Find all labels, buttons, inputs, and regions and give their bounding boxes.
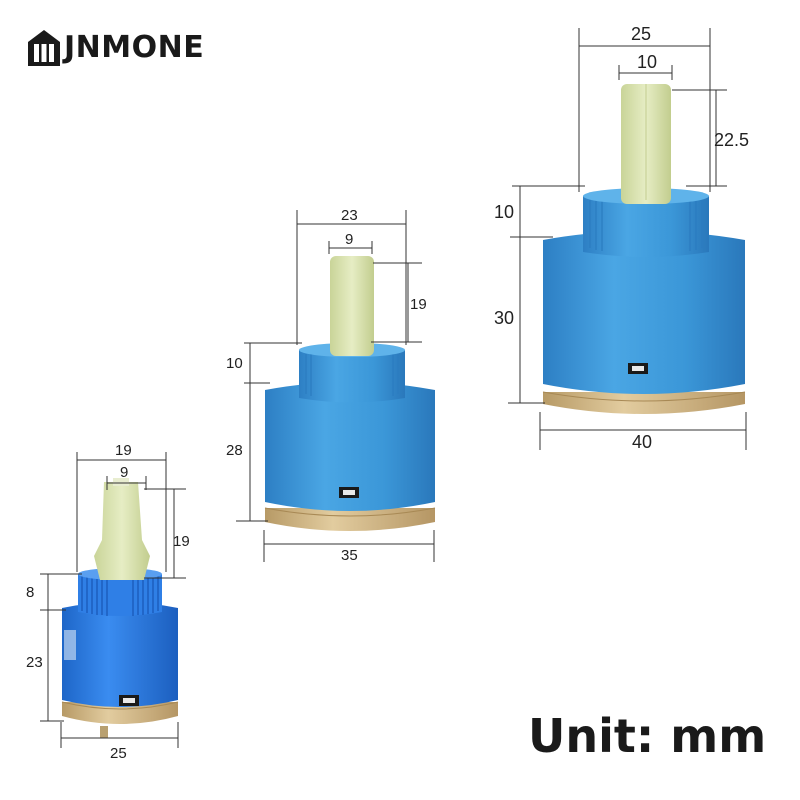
- medium-collar-height-label: 10: [226, 355, 243, 372]
- house-grid-icon: [28, 30, 60, 66]
- small-outer-width-label: 19: [115, 442, 132, 459]
- small-collar-height-label: 8: [26, 584, 35, 601]
- large-body-height-label: 30: [494, 308, 515, 328]
- medium-stem-width-label: 9: [345, 231, 354, 248]
- small-stem-height-label: 19: [173, 533, 190, 550]
- medium-diameter-label: 35: [341, 547, 358, 564]
- medium-collar: [299, 350, 405, 403]
- cartridge-medium: [264, 256, 436, 531]
- large-stem-width-label: 10: [637, 52, 658, 72]
- small-collar: [78, 574, 162, 616]
- large-stem-height-label: 22.5: [714, 130, 750, 150]
- large-collar: [583, 196, 709, 257]
- unit-label: Unit: mm: [528, 709, 767, 763]
- medium-body-height-label: 28: [226, 442, 243, 459]
- cartridge-large: [542, 84, 746, 414]
- medium-stem: [330, 256, 374, 356]
- large-brass-base: [543, 392, 745, 414]
- brand-logo: JNMONE: [26, 24, 204, 72]
- small-stem-width-label: 9: [120, 464, 129, 481]
- medium-brass-base: [265, 508, 435, 531]
- medium-stem-height-label: 19: [410, 296, 427, 313]
- medium-outer-width-label: 23: [341, 207, 358, 224]
- large-diameter-label: 40: [632, 432, 653, 452]
- dimension-lines: [40, 28, 747, 748]
- small-body-height-label: 23: [26, 654, 43, 671]
- small-stem: [94, 482, 150, 580]
- brand-name: JNMONE: [64, 30, 205, 65]
- large-collar-height-label: 10: [494, 202, 515, 222]
- cartridge-small: [61, 478, 179, 738]
- large-outer-width-label: 25: [631, 24, 652, 44]
- medium-body: [265, 382, 435, 511]
- small-diameter-label: 25: [110, 745, 127, 762]
- small-body: [62, 602, 178, 707]
- large-body: [543, 231, 745, 394]
